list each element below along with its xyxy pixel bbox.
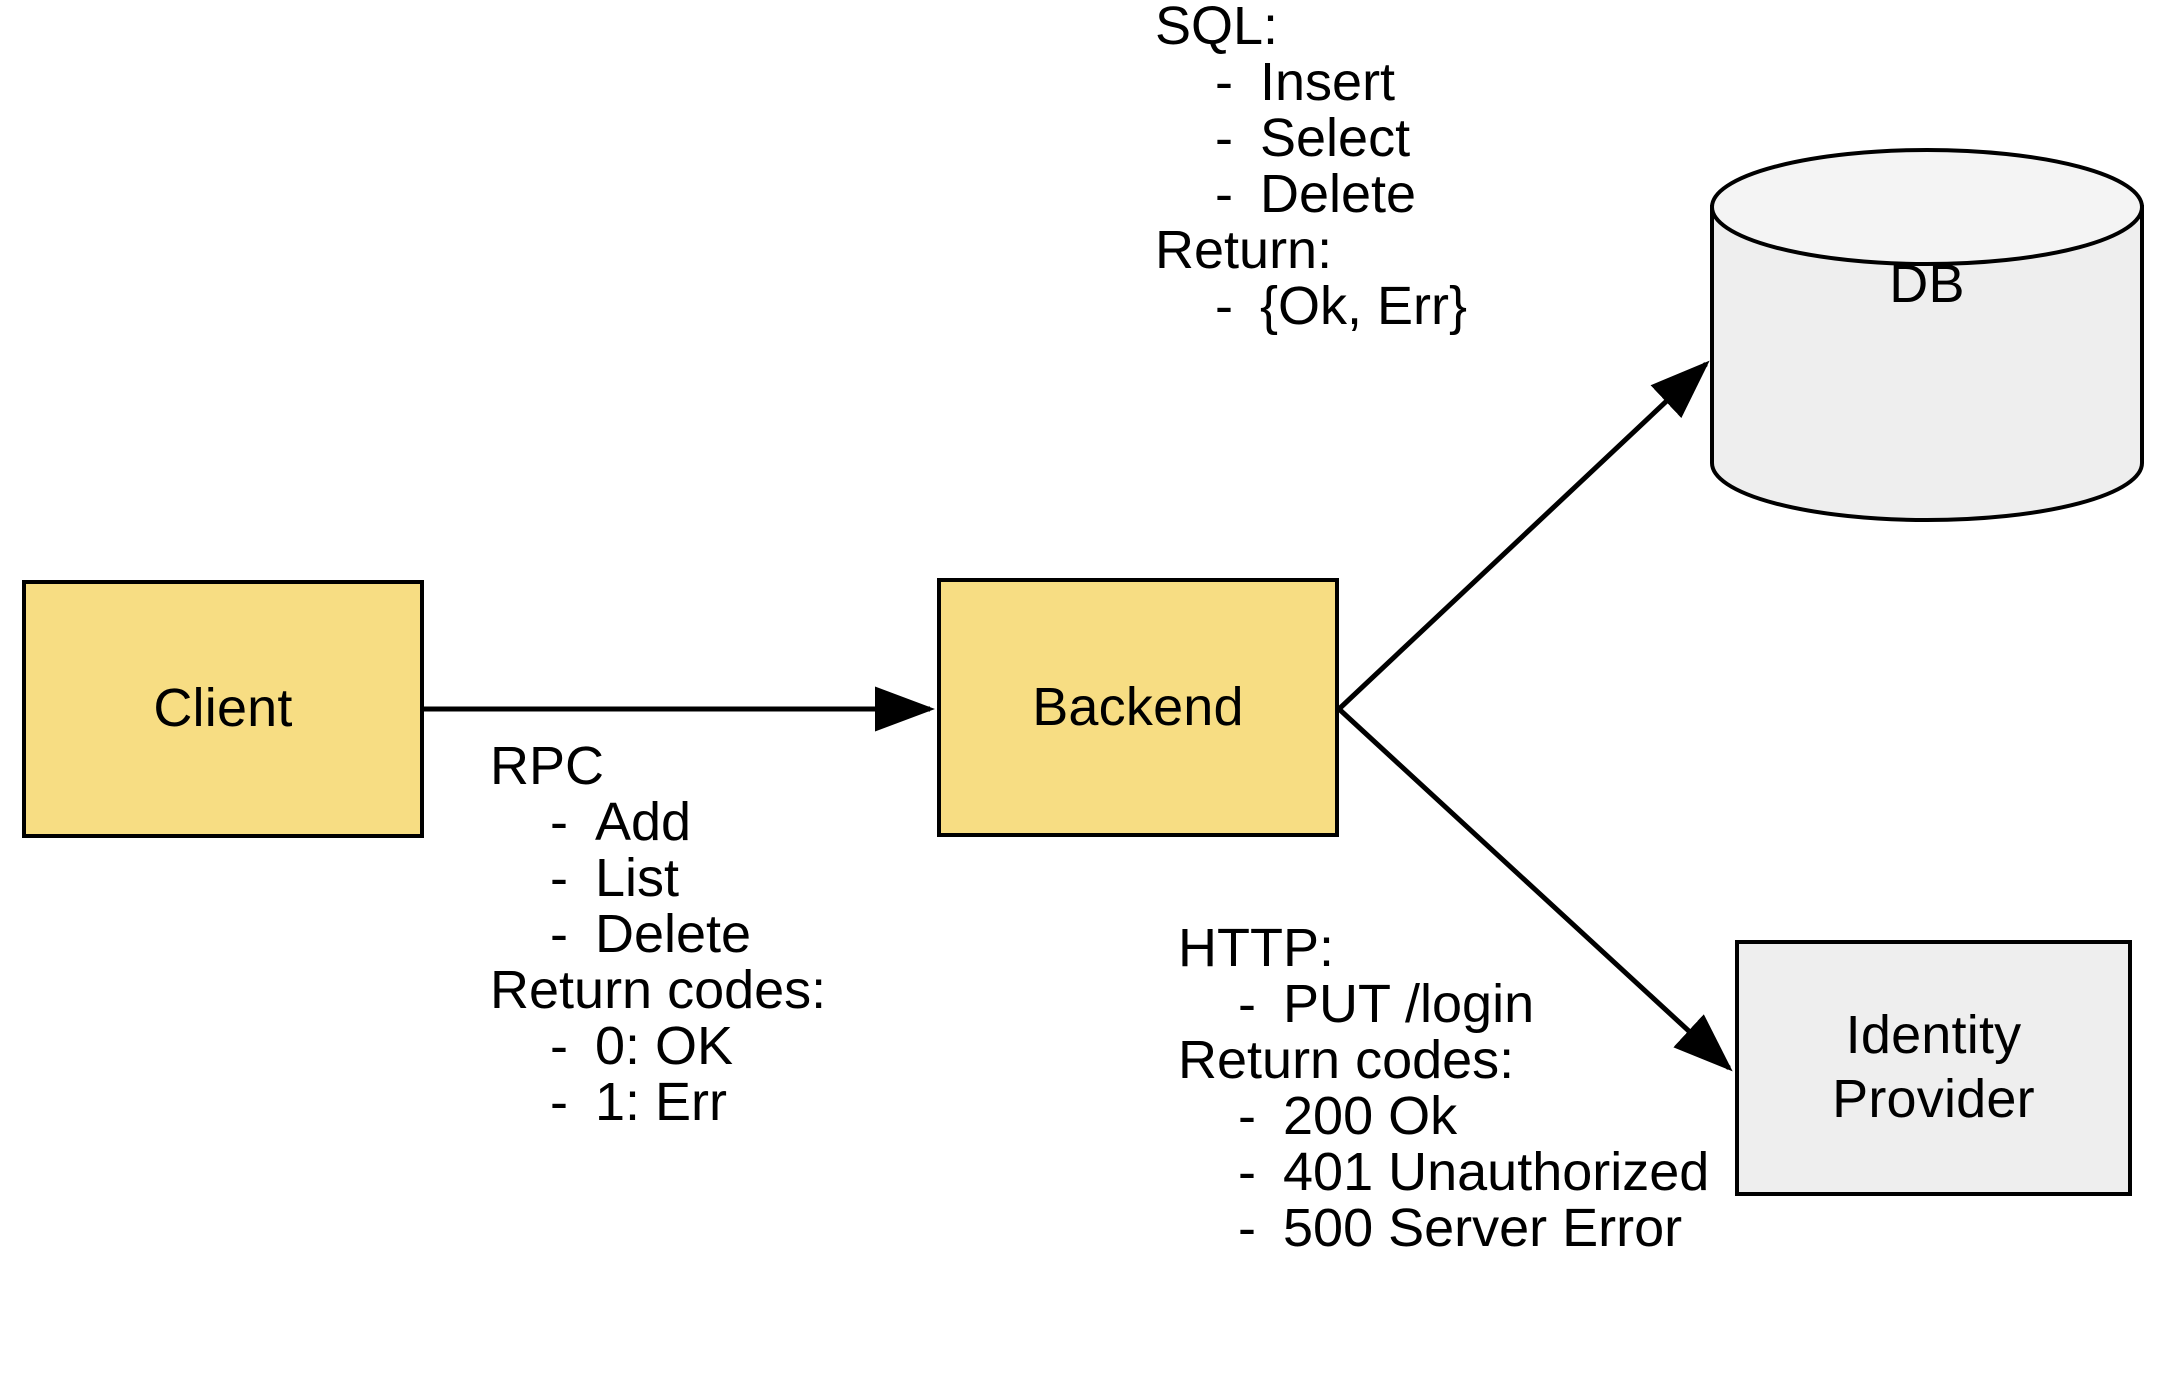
- http-return-heading: Return codes:: [1178, 1030, 1515, 1090]
- sql-return-okerr-label: {Ok, Err}: [1260, 276, 1468, 336]
- http-return-200-label: 200 Ok: [1283, 1086, 1458, 1146]
- rpc-heading: RPC: [490, 736, 605, 796]
- http-return-401-label: 401 Unauthorized: [1283, 1142, 1710, 1202]
- rpc-return-err-label: 1: Err: [595, 1072, 728, 1132]
- http-return-200: -200 Ok: [1178, 1088, 1709, 1144]
- rpc-return-ok-label: 0: OK: [595, 1016, 734, 1076]
- bullet-dash: -: [1215, 108, 1233, 168]
- bullet-dash: -: [1215, 164, 1233, 224]
- http-return-500: -500 Server Error: [1178, 1200, 1709, 1256]
- edge-backend-db: [1337, 360, 1710, 711]
- node-identity-provider-label: Identity Provider: [1832, 1004, 2035, 1131]
- rpc-method-add-label: Add: [595, 792, 692, 852]
- sql-method-insert: -Insert: [1155, 54, 1467, 110]
- node-idp-label-line1: Identity: [1845, 1005, 2022, 1066]
- rpc-return-err: -1: Err: [490, 1074, 826, 1130]
- bullet-dash: -: [550, 848, 568, 908]
- sql-return-okerr: -{Ok, Err}: [1155, 278, 1467, 334]
- node-idp-label-line2: Provider: [1832, 1069, 2035, 1129]
- http-method-put-login: -PUT /login: [1178, 976, 1709, 1032]
- bullet-dash: -: [550, 1016, 568, 1076]
- node-identity-provider[interactable]: Identity Provider: [1735, 940, 2132, 1196]
- sql-method-delete-label: Delete: [1260, 164, 1417, 224]
- node-db[interactable]: DB: [1712, 230, 2142, 340]
- rpc-method-delete: -Delete: [490, 906, 826, 962]
- rpc-method-delete-label: Delete: [595, 904, 752, 964]
- rpc-method-list: -List: [490, 850, 826, 906]
- sql-method-select-label: Select: [1260, 108, 1411, 168]
- node-client[interactable]: Client: [22, 580, 424, 838]
- node-db-label: DB: [1889, 254, 1965, 315]
- sql-method-insert-label: Insert: [1260, 52, 1396, 112]
- annotation-http: HTTP: -PUT /login Return codes: -200 Ok …: [1178, 920, 1709, 1256]
- bullet-dash: -: [1238, 1086, 1256, 1146]
- rpc-method-list-label: List: [595, 848, 680, 908]
- rpc-method-add: -Add: [490, 794, 826, 850]
- node-client-label: Client: [153, 678, 293, 739]
- bullet-dash: -: [1238, 974, 1256, 1034]
- bullet-dash: -: [1238, 1142, 1256, 1202]
- annotation-sql: SQL: -Insert -Select -Delete Return: -{O…: [1155, 0, 1467, 334]
- http-heading: HTTP:: [1178, 918, 1334, 978]
- rpc-return-heading: Return codes:: [490, 960, 827, 1020]
- http-method-put-login-label: PUT /login: [1283, 974, 1535, 1034]
- bullet-dash: -: [550, 792, 568, 852]
- rpc-return-ok: -0: OK: [490, 1018, 826, 1074]
- http-return-500-label: 500 Server Error: [1283, 1198, 1683, 1258]
- bullet-dash: -: [550, 904, 568, 964]
- sql-return-heading: Return:: [1155, 220, 1333, 280]
- bullet-dash: -: [550, 1072, 568, 1132]
- sql-heading: SQL:: [1155, 0, 1279, 56]
- bullet-dash: -: [1215, 52, 1233, 112]
- bullet-dash: -: [1215, 276, 1233, 336]
- bullet-dash: -: [1238, 1198, 1256, 1258]
- annotation-rpc: RPC -Add -List -Delete Return codes: -0:…: [490, 738, 826, 1130]
- sql-method-select: -Select: [1155, 110, 1467, 166]
- sql-method-delete: -Delete: [1155, 166, 1467, 222]
- http-return-401: -401 Unauthorized: [1178, 1144, 1709, 1200]
- node-backend[interactable]: Backend: [937, 578, 1339, 837]
- node-backend-label: Backend: [1032, 676, 1244, 737]
